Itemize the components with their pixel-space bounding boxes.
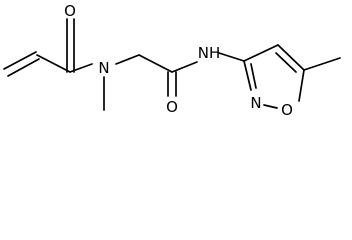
bond-vinyl-double-a bbox=[3, 51, 37, 70]
atom-o-ring: O bbox=[281, 101, 293, 119]
bond-ring-o-c5 bbox=[298, 69, 305, 102]
bond-vinyl-carbonyl bbox=[36, 54, 71, 73]
atom-o-acryl: O bbox=[64, 2, 76, 20]
bond-vinyl-double-b bbox=[7, 58, 40, 77]
atom-labels: O N O NH N O bbox=[64, 2, 293, 119]
bond-ring-c3-n bbox=[243, 60, 252, 91]
atom-n-amide: N bbox=[98, 59, 109, 77]
bond-n-ch2 bbox=[115, 54, 140, 65]
bond-ring-c5-c4-b bbox=[275, 52, 297, 73]
bonds bbox=[3, 18, 341, 111]
bond-ch2-carbonyl2 bbox=[138, 54, 173, 73]
atom-nh: NH bbox=[198, 44, 221, 62]
bond-ring-n-o bbox=[263, 104, 278, 109]
bond-ring-c3-n-inner bbox=[250, 63, 257, 89]
chemical-structure-diagram: O N O NH N O bbox=[3, 2, 341, 119]
bond-nh-ring bbox=[218, 52, 245, 62]
bond-ring-c4-c3 bbox=[243, 44, 279, 62]
bond-ring-methyl bbox=[303, 57, 341, 71]
atom-o-amide: O bbox=[166, 98, 178, 116]
bond-carbonyl1-n bbox=[69, 63, 93, 73]
bond-carbonyl2-nh bbox=[171, 61, 198, 73]
atom-n-ring: N bbox=[250, 94, 261, 112]
bond-ring-c5-c4-a bbox=[277, 44, 305, 71]
